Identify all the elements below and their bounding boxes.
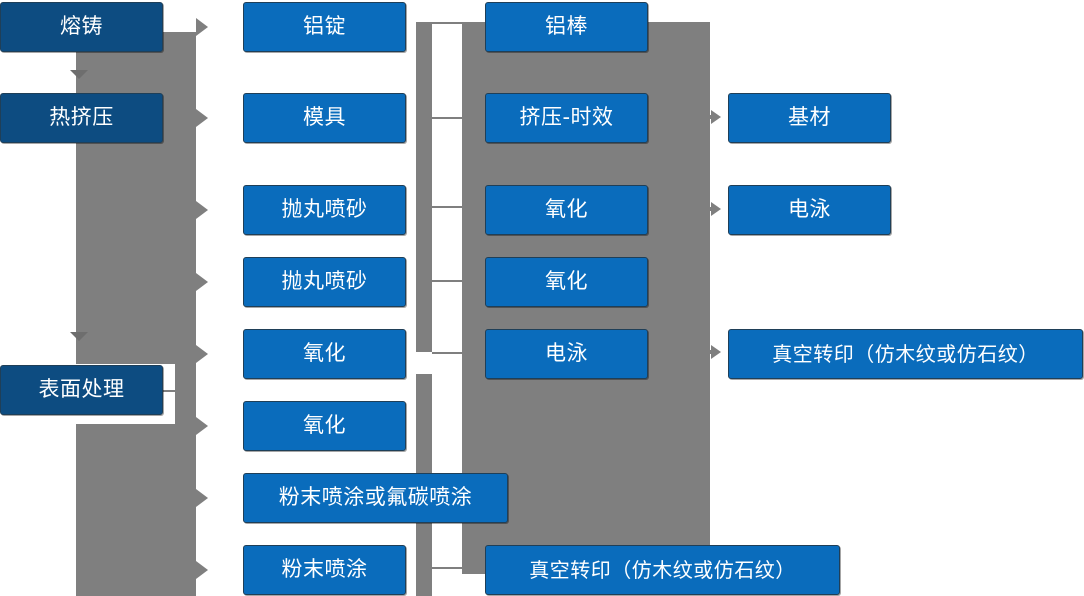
- input-box-oxidation-1[interactable]: 氧化: [243, 329, 406, 379]
- arrow-stub-vacuum-transfer: [700, 350, 712, 354]
- output-box-substrate-label: 基材: [788, 105, 831, 130]
- input-box-powder[interactable]: 粉末喷涂: [243, 545, 406, 595]
- process-box-oxidation-2-label: 氧化: [545, 269, 588, 294]
- input-box-ingot[interactable]: 铝锭: [243, 2, 406, 52]
- tick-mid-4: [432, 280, 462, 282]
- input-box-shotblast-2-label: 抛丸喷砂: [281, 269, 368, 294]
- input-box-powder-label: 粉末喷涂: [281, 557, 368, 582]
- input-box-powder-or-pvdf-label: 粉末喷涂或氟碳喷涂: [278, 485, 473, 510]
- arrow-left-to-ingot: [196, 18, 208, 36]
- arrow-stub-electrophoresis: [700, 207, 712, 211]
- tick-mid-3: [432, 206, 462, 208]
- grey-connector-mid-stem: [416, 22, 432, 352]
- stage-box-extrusion[interactable]: 热挤压: [0, 93, 163, 143]
- input-box-shotblast-1[interactable]: 抛丸喷砂: [243, 185, 406, 235]
- arrow-right-to-substrate: [711, 110, 721, 124]
- input-box-ingot-label: 铝锭: [303, 14, 346, 39]
- output-box-electrophoresis-label: 电泳: [788, 197, 831, 222]
- process-box-electrophoresis[interactable]: 电泳: [485, 329, 648, 379]
- process-box-oxidation-1-label: 氧化: [545, 197, 588, 222]
- arrow-stub-substrate: [700, 115, 712, 119]
- output-box-electrophoresis[interactable]: 电泳: [728, 185, 891, 235]
- stage-box-extrusion-label: 热挤压: [49, 105, 114, 130]
- process-box-extrusion-aging-label: 挤压-时效: [519, 105, 614, 130]
- input-box-shotblast-1-label: 抛丸喷砂: [281, 197, 368, 222]
- process-box-electrophoresis-label: 电泳: [545, 341, 588, 366]
- input-box-oxidation-2[interactable]: 氧化: [243, 401, 406, 451]
- arrow-left-to-powder-or-pvdf: [196, 489, 208, 507]
- arrow-right-to-vacuum-transfer: [711, 345, 721, 359]
- tick-mid-6: [432, 567, 462, 569]
- arrow-left-to-oxidation-2: [196, 417, 208, 435]
- process-box-extrusion-aging[interactable]: 挤压-时效: [485, 93, 648, 143]
- output-box-vacuum-transfer[interactable]: 真空转印（仿木纹或仿石纹）: [728, 329, 1083, 379]
- process-box-vacuum-transfer[interactable]: 真空转印（仿木纹或仿石纹）: [485, 545, 840, 595]
- stage-box-melting[interactable]: 熔铸: [0, 2, 163, 52]
- process-box-vacuum-transfer-label: 真空转印（仿木纹或仿石纹）: [529, 558, 796, 582]
- arrow-right-to-electrophoresis: [711, 202, 721, 216]
- tick-mid-2: [432, 117, 462, 119]
- stage-box-surface-treatment-label: 表面处理: [38, 377, 125, 402]
- process-box-bar-label: 铝棒: [545, 14, 588, 39]
- process-box-oxidation-2[interactable]: 氧化: [485, 257, 648, 307]
- stage-box-surface-treatment[interactable]: 表面处理: [0, 365, 163, 415]
- chevron-down-icon-extrusion: [70, 332, 88, 341]
- stage-box-melting-label: 熔铸: [60, 14, 103, 39]
- chevron-down-icon-melting: [70, 70, 88, 79]
- arrow-left-to-oxidation-1: [196, 345, 208, 363]
- arrow-left-to-shotblast-2: [196, 273, 208, 291]
- output-box-substrate[interactable]: 基材: [728, 93, 891, 143]
- arrow-left-to-mold: [196, 109, 208, 127]
- input-box-oxidation-2-label: 氧化: [303, 413, 346, 438]
- process-box-bar[interactable]: 铝棒: [485, 2, 648, 52]
- arrow-left-to-shotblast-1: [196, 201, 208, 219]
- leader-line-surface-treatment: [163, 390, 179, 392]
- input-box-oxidation-1-label: 氧化: [303, 341, 346, 366]
- process-box-oxidation-1[interactable]: 氧化: [485, 185, 648, 235]
- tick-mid-1: [432, 22, 462, 24]
- tick-mid-5: [432, 352, 462, 354]
- input-box-shotblast-2[interactable]: 抛丸喷砂: [243, 257, 406, 307]
- input-box-powder-or-pvdf[interactable]: 粉末喷涂或氟碳喷涂: [243, 473, 508, 523]
- output-box-vacuum-transfer-label: 真空转印（仿木纹或仿石纹）: [772, 342, 1039, 366]
- arrow-left-to-powder: [196, 561, 208, 579]
- input-box-mold[interactable]: 模具: [243, 93, 406, 143]
- input-box-mold-label: 模具: [303, 105, 346, 130]
